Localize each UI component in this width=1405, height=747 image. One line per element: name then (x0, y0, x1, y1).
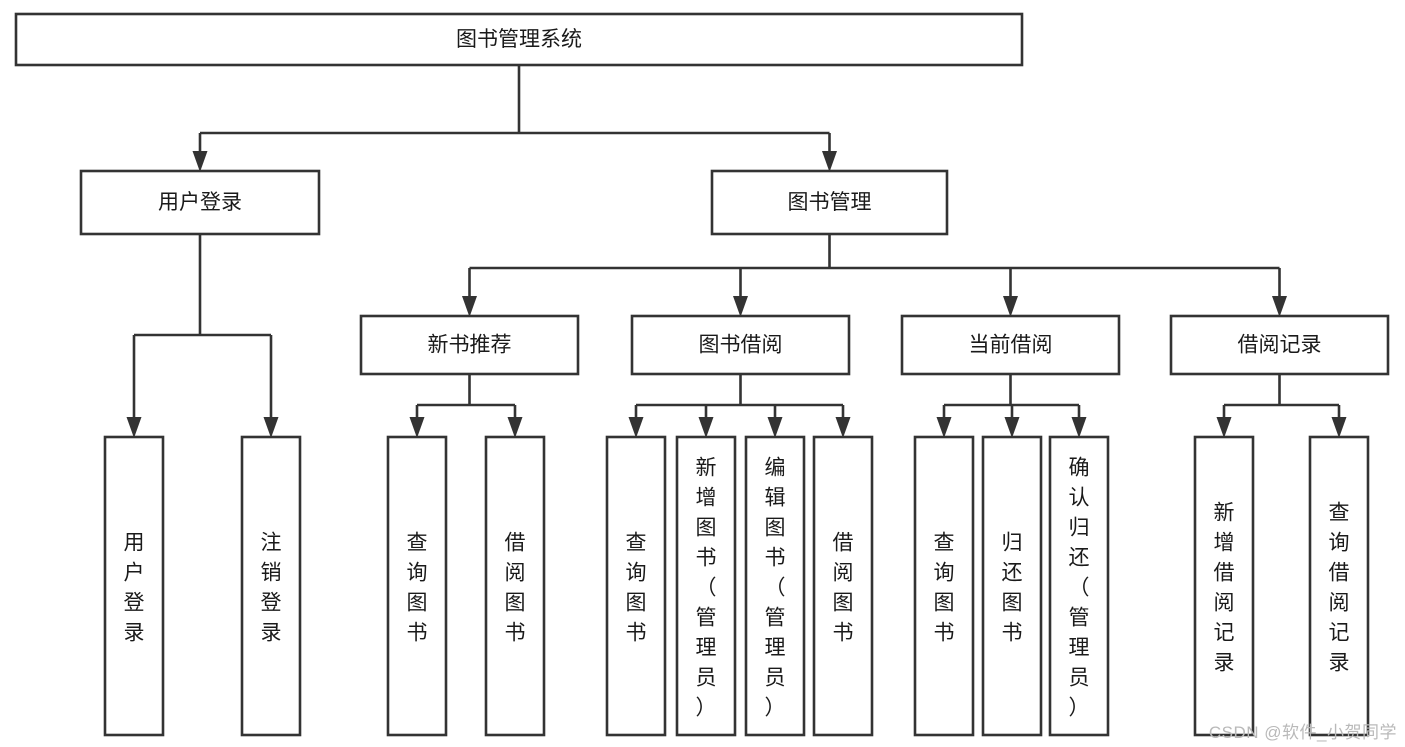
node-new-book-recommend[interactable]: 新书推荐 (359, 314, 580, 376)
arrow-head-icon (263, 417, 279, 438)
node-box[interactable] (386, 435, 448, 737)
node-box[interactable] (981, 435, 1043, 737)
node-current-borrow[interactable]: 当前借阅 (900, 314, 1121, 376)
node-label: 图书借阅 (699, 334, 783, 357)
node-root[interactable]: 图书管理系统 (14, 12, 1024, 67)
arrow-head-icon (628, 417, 644, 438)
node-book-manage[interactable]: 图书管理 (710, 169, 949, 236)
node-leaf-add-record[interactable]: 新增借阅记录 (1193, 435, 1255, 737)
node-box[interactable] (79, 169, 321, 236)
node-label: 借阅记录 (1238, 334, 1322, 357)
node-box[interactable] (710, 169, 949, 236)
node-label: 借阅图书 (505, 531, 526, 644)
node-label: 用户登录 (158, 191, 242, 214)
node-leaf-logout[interactable]: 注销登录 (240, 435, 302, 737)
node-leaf-query-book-3[interactable]: 查询图书 (913, 435, 975, 737)
node-label: 图书管理系统 (456, 28, 582, 51)
node-user-login[interactable]: 用户登录 (79, 169, 321, 236)
node-box[interactable] (14, 12, 1024, 67)
node-leaf-edit-book[interactable]: 编辑图书（管理员） (744, 435, 806, 737)
node-box[interactable] (605, 435, 667, 737)
node-box[interactable] (103, 435, 165, 737)
arrow-head-icon (409, 417, 425, 438)
node-leaf-add-book[interactable]: 新增图书（管理员） (675, 435, 737, 737)
arrow-head-icon (1216, 417, 1232, 438)
node-box[interactable] (240, 435, 302, 737)
node-label: 新增借阅记录 (1214, 501, 1235, 674)
node-leaf-borrow-book-2[interactable]: 借阅图书 (812, 435, 874, 737)
node-box[interactable] (900, 314, 1121, 376)
arrow-head-icon (733, 296, 748, 317)
node-label: 确认归还（管理员） (1069, 456, 1090, 719)
arrow-head-icon (822, 151, 837, 172)
connector-group-book-manage (462, 234, 1287, 317)
connector-group-user-login (126, 234, 279, 438)
node-box[interactable] (359, 314, 580, 376)
node-borrow-record[interactable]: 借阅记录 (1169, 314, 1390, 376)
node-label: 查询图书 (626, 531, 647, 644)
connector-group-root (192, 65, 837, 172)
node-label: 用户登录 (124, 531, 145, 644)
arrow-head-icon (835, 417, 851, 438)
node-leaf-confirm-return[interactable]: 确认归还（管理员） (1048, 435, 1110, 737)
node-label: 查询借阅记录 (1329, 501, 1350, 674)
node-leaf-return-book[interactable]: 归还图书 (981, 435, 1043, 737)
csdn-watermark: CSDN @软件_小贺同学 (1208, 723, 1397, 742)
arrow-head-icon (126, 417, 142, 438)
node-label: 注销登录 (261, 531, 282, 644)
node-box[interactable] (484, 435, 546, 737)
node-leaf-query-book-1[interactable]: 查询图书 (386, 435, 448, 737)
node-box[interactable] (744, 435, 806, 737)
arrow-head-icon (192, 151, 208, 172)
arrow-head-icon (1272, 296, 1287, 317)
node-leaf-query-record[interactable]: 查询借阅记录 (1308, 435, 1370, 737)
node-label: 图书管理 (788, 191, 872, 214)
connector-group-book-borrow (628, 374, 851, 438)
node-box[interactable] (1308, 435, 1370, 737)
node-book-borrow[interactable]: 图书借阅 (630, 314, 851, 376)
arrow-head-icon (1003, 296, 1018, 317)
node-label: 查询图书 (934, 531, 955, 644)
node-box[interactable] (1048, 435, 1110, 737)
arrow-head-icon (1331, 417, 1347, 438)
arrow-head-icon (1004, 417, 1020, 438)
node-box[interactable] (913, 435, 975, 737)
node-label: 归还图书 (1002, 531, 1023, 644)
arrow-head-icon (767, 417, 783, 438)
arrow-head-icon (1071, 417, 1087, 438)
node-leaf-query-book-2[interactable]: 查询图书 (605, 435, 667, 737)
connector-group-current-borrow (936, 374, 1087, 438)
node-leaf-borrow-book-1[interactable]: 借阅图书 (484, 435, 546, 737)
node-box[interactable] (1169, 314, 1390, 376)
node-box[interactable] (812, 435, 874, 737)
node-layer: 图书管理系统用户登录图书管理新书推荐图书借阅当前借阅借阅记录用户登录注销登录查询… (14, 12, 1390, 737)
connector-group-new-book-recommend (409, 374, 523, 438)
arrow-head-icon (507, 417, 523, 438)
arrow-head-icon (698, 417, 714, 438)
connector-layer (126, 65, 1347, 438)
node-label: 编辑图书（管理员） (765, 456, 786, 719)
arrow-head-icon (462, 296, 477, 317)
node-label: 新增图书（管理员） (696, 456, 717, 719)
node-box[interactable] (630, 314, 851, 376)
node-label: 查询图书 (407, 531, 428, 644)
node-box[interactable] (675, 435, 737, 737)
node-label: 借阅图书 (833, 531, 854, 644)
node-leaf-user-login[interactable]: 用户登录 (103, 435, 165, 737)
connector-group-borrow-record (1216, 374, 1347, 438)
arrow-head-icon (936, 417, 952, 438)
node-label: 新书推荐 (428, 334, 512, 357)
node-box[interactable] (1193, 435, 1255, 737)
node-label: 当前借阅 (969, 334, 1053, 357)
